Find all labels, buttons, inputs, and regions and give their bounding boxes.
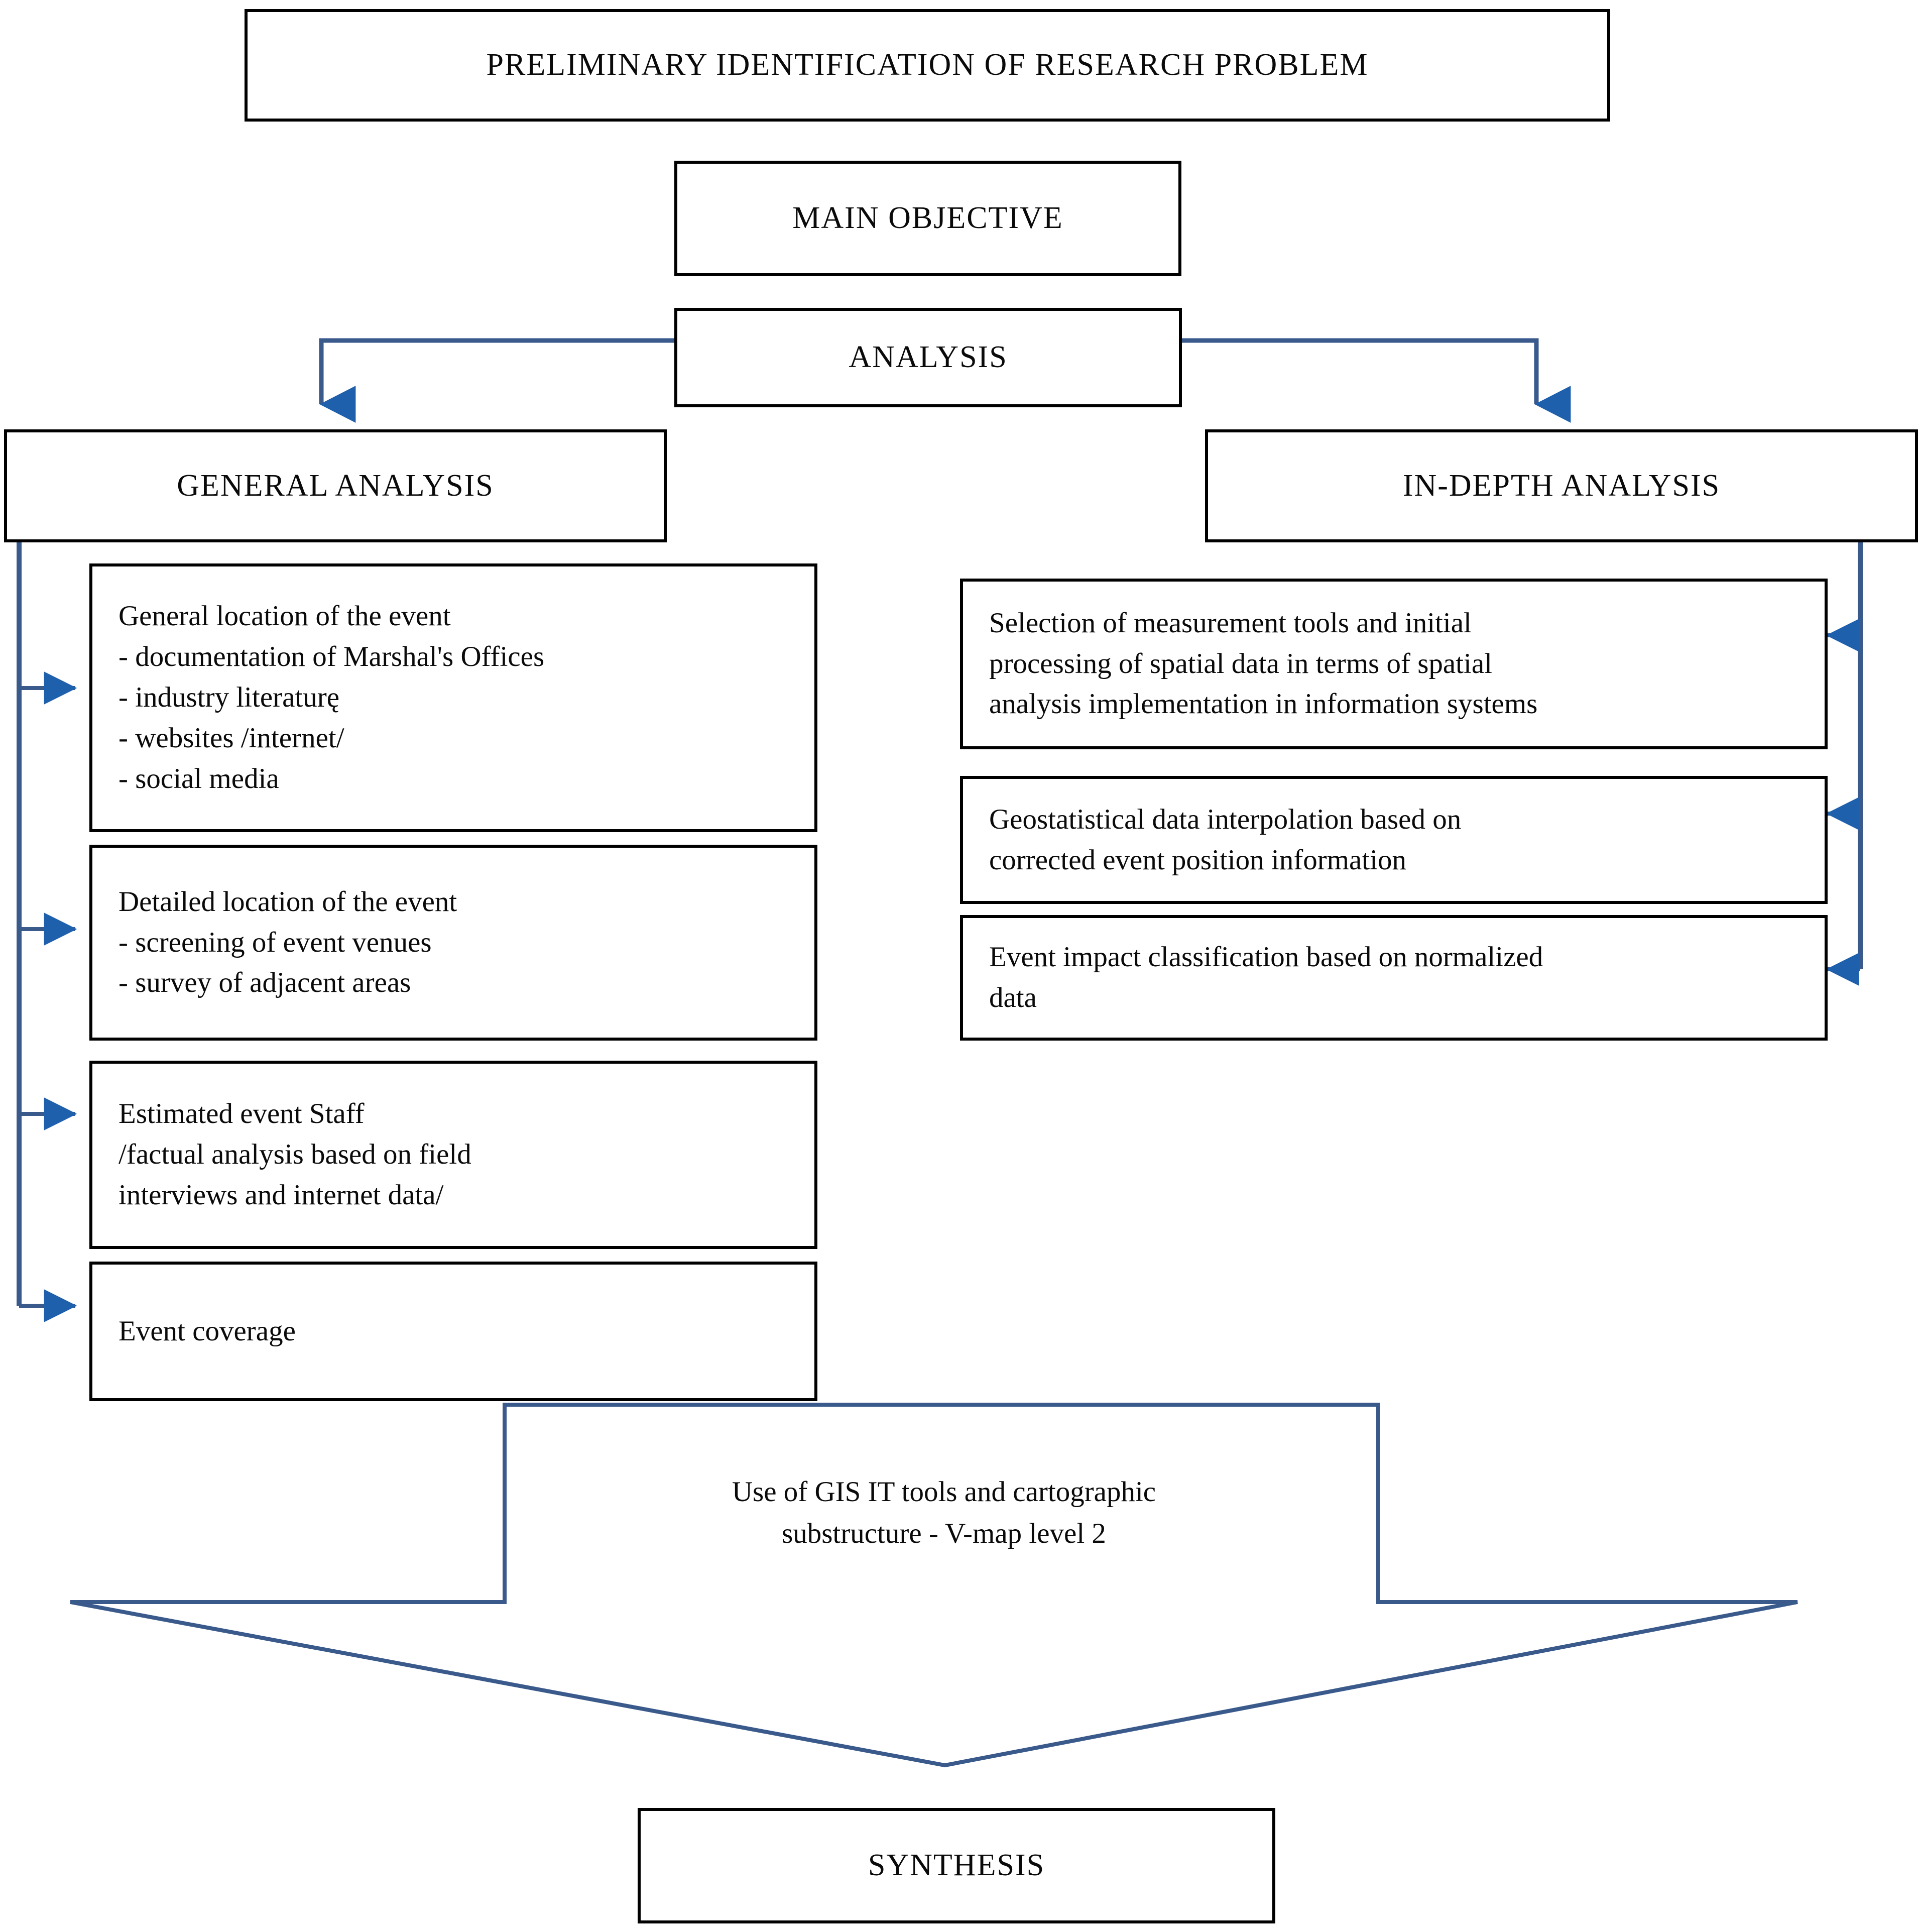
box-line: General location of the event - document… <box>118 600 545 794</box>
in-depth-analysis-item-box: Event impact classification based on nor… <box>960 915 1828 1041</box>
preliminary-identification-box: PRELIMINARY IDENTIFICATION OF RESEARCH P… <box>245 9 1610 122</box>
general-analysis-item-box: Detailed location of the event - screeni… <box>89 845 817 1041</box>
box-line: Event coverage <box>118 1315 296 1347</box>
in-depth-analysis-item-box: Geostatistical data interpolation based … <box>960 776 1828 904</box>
general-analysis-label: GENERAL ANALYSIS <box>177 468 494 503</box>
general-analysis-branch-connectors <box>17 542 77 1322</box>
synthesis-box: SYNTHESIS <box>638 1808 1275 1923</box>
main-objective-box: MAIN OBJECTIVE <box>674 161 1181 276</box>
analysis-label: ANALYSIS <box>849 340 1008 375</box>
preliminary-identification-label: PRELIMINARY IDENTIFICATION OF RESEARCH P… <box>486 48 1369 82</box>
box-line: Detailed location of the event - screeni… <box>118 885 457 999</box>
in-depth-analysis-item-box: Selection of measurement tools and initi… <box>960 579 1828 749</box>
analysis-box: ANALYSIS <box>674 308 1182 407</box>
box-line: Selection of measurement tools and initi… <box>989 607 1538 720</box>
box-line: Geostatistical data interpolation based … <box>989 803 1462 876</box>
gis-tools-label: Use of GIS IT tools and cartographic sub… <box>510 1471 1378 1554</box>
general-analysis-item-box: Event coverage <box>89 1262 817 1401</box>
box-line: Estimated event Staff /factual analysis … <box>118 1098 471 1211</box>
general-analysis-item-box: Estimated event Staff /factual analysis … <box>89 1061 817 1249</box>
synthesis-label: SYNTHESIS <box>868 1848 1045 1883</box>
in-depth-analysis-branch-connectors <box>1826 542 1863 986</box>
main-objective-label: MAIN OBJECTIVE <box>792 201 1063 236</box>
gis-tools-line: Use of GIS IT tools and cartographic <box>732 1476 1156 1508</box>
general-analysis-header-box: GENERAL ANALYSIS <box>4 429 667 542</box>
in-depth-analysis-label: IN-DEPTH ANALYSIS <box>1402 468 1721 503</box>
gis-block-arrow <box>70 1403 1798 1768</box>
box-line: Event impact classification based on nor… <box>989 941 1543 1013</box>
in-depth-analysis-header-box: IN-DEPTH ANALYSIS <box>1205 429 1918 542</box>
gis-tools-line: substructure - V-map level 2 <box>782 1517 1106 1549</box>
general-analysis-item-box: General location of the event - document… <box>89 563 817 832</box>
